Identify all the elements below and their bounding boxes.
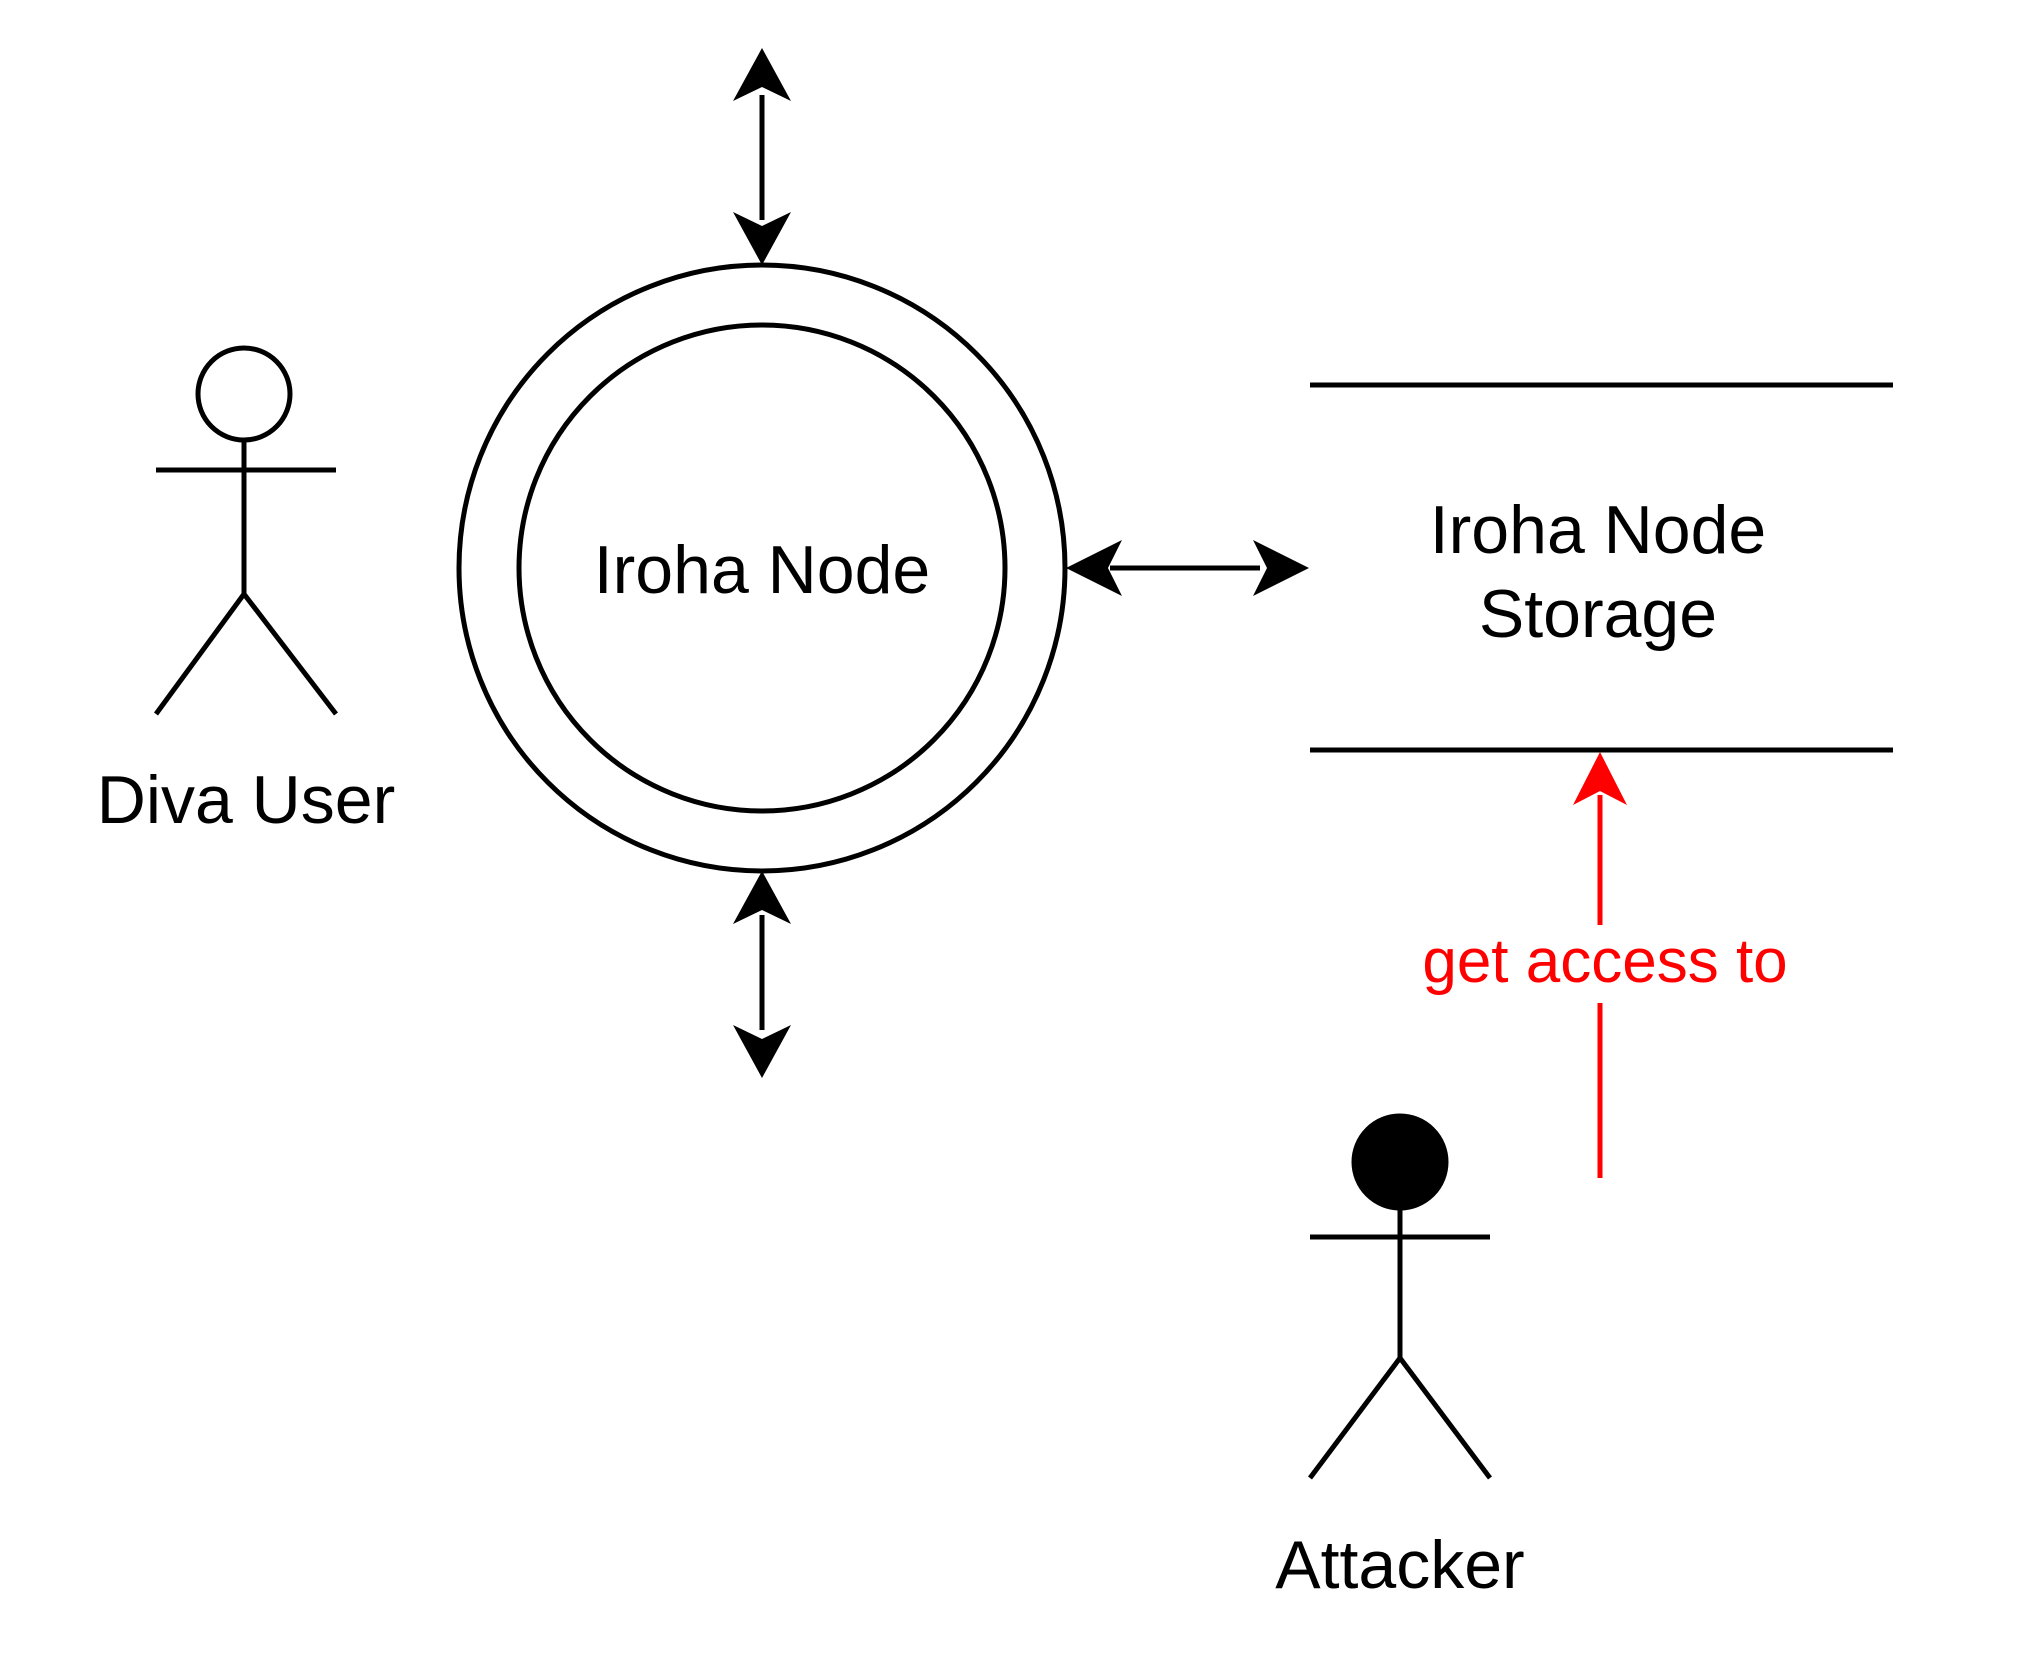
- diva-user-actor: [153, 345, 338, 716]
- threat-label: get access to: [1422, 927, 1787, 996]
- iroha-node-storage-datastore: [1310, 382, 1893, 753]
- top-bidirectional-arrow: [733, 48, 791, 265]
- stick-figure-filled-icon: [1351, 1113, 1449, 1211]
- storage-label-line1: Iroha Node: [1430, 492, 1766, 568]
- attacker-actor: [1308, 1113, 1492, 1480]
- bottom-bidirectional-arrow: [733, 871, 791, 1078]
- attacker-label: Attacker: [1275, 1527, 1524, 1603]
- stick-figure-outline-icon: [195, 345, 293, 443]
- diva-user-label: Diva User: [97, 762, 396, 838]
- threat-arrow: [1573, 752, 1627, 1178]
- iroha-node-label: Iroha Node: [594, 532, 930, 608]
- process-storage-arrow: [1066, 540, 1309, 596]
- storage-label-line2: Storage: [1479, 576, 1717, 652]
